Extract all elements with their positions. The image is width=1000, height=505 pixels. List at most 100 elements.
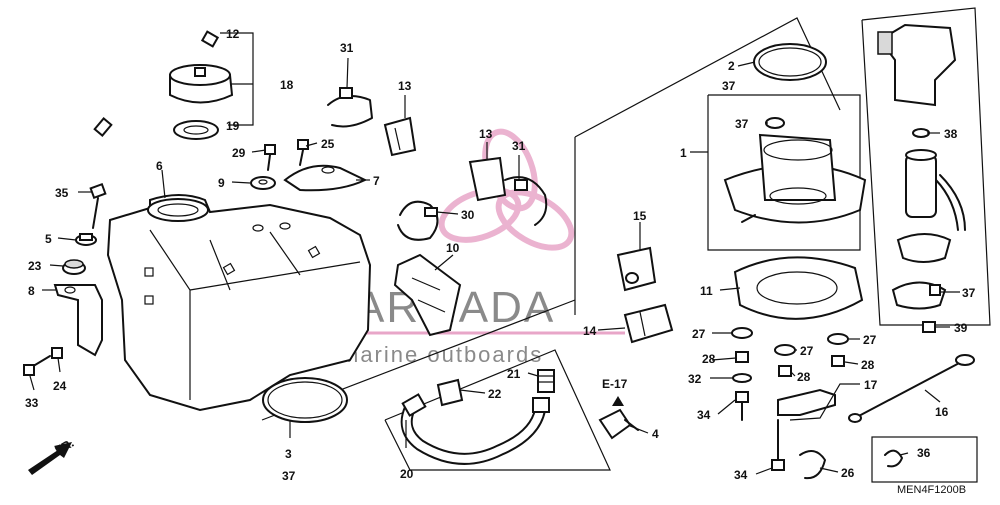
callout-37-washer: 37	[735, 117, 749, 131]
watermark-tagline: marine outboards	[340, 342, 543, 367]
pump-flange-1	[723, 133, 867, 224]
callout-37-o-ring: 37	[722, 79, 736, 93]
fuel-pump	[905, 149, 966, 231]
callout-13-mid: 13	[479, 127, 493, 141]
callout-27-left: 27	[692, 327, 706, 341]
callout-19: 19	[226, 119, 240, 133]
bracket-10	[393, 253, 462, 337]
pump-bracket-top	[877, 23, 957, 107]
clip-26	[799, 450, 826, 480]
strap-16	[848, 354, 975, 423]
callout-39: 39	[954, 321, 968, 335]
callout-2: 2	[728, 59, 735, 73]
bolt-25	[297, 139, 309, 166]
diagram-code: MEN4F1200B	[897, 484, 966, 496]
washer-5	[75, 233, 97, 246]
callout-28-right: 28	[861, 358, 875, 372]
gasket-11	[733, 256, 864, 320]
callout-10: 10	[446, 241, 460, 255]
filler-cap	[169, 64, 234, 104]
callout-16: 16	[935, 405, 949, 419]
clip-13-mid	[468, 156, 507, 202]
grommet-23	[62, 259, 86, 275]
callout-28-mid: 28	[797, 370, 811, 384]
fuel-hose-20	[400, 393, 550, 465]
stay-17	[777, 388, 836, 416]
callout-31-top: 31	[340, 41, 354, 55]
callout-14: 14	[583, 324, 597, 338]
grommet-15	[616, 246, 657, 292]
o-ring-3	[262, 377, 348, 423]
clip-13	[383, 116, 417, 157]
callout-36: 36	[917, 446, 931, 460]
connector-4	[598, 408, 639, 440]
callout-33: 33	[25, 396, 39, 410]
hose-clamp-31	[327, 87, 373, 128]
panel-frames	[261, 7, 991, 471]
callout-28-left: 28	[702, 352, 716, 366]
bolt-35	[89, 182, 107, 229]
ref-e17: E-17	[602, 377, 628, 391]
bolt-29	[264, 144, 276, 171]
callout-20: 20	[400, 467, 414, 481]
washers-27-28	[731, 327, 849, 383]
callout-22: 22	[488, 387, 502, 401]
callout-5: 5	[45, 232, 52, 246]
callout-27-right: 27	[863, 333, 877, 347]
callout-25: 25	[321, 137, 335, 151]
bolt-33	[23, 364, 35, 376]
callout-38: 38	[944, 127, 958, 141]
bolts-34	[735, 391, 785, 471]
callout-12: 12	[226, 27, 240, 41]
callout-29: 29	[232, 146, 246, 160]
ref-arrow-icon	[612, 396, 624, 406]
plate-7	[283, 164, 368, 192]
callout-15: 15	[633, 209, 647, 223]
callout-18: 18	[280, 78, 294, 92]
filler-hose	[93, 24, 220, 137]
cap-gasket	[173, 120, 219, 140]
callout-34-lower: 34	[734, 468, 748, 482]
callout-1: 1	[680, 146, 687, 160]
callout-37-bottom: 37	[282, 469, 296, 483]
callout-37-regulator: 37	[962, 286, 976, 300]
washer-37-top	[765, 117, 785, 129]
washer-38	[912, 128, 930, 138]
callout-32: 32	[688, 372, 702, 386]
callout-11: 11	[700, 284, 713, 298]
callout-13-top: 13	[398, 79, 412, 93]
fuel-tank	[106, 194, 372, 412]
washer-9	[250, 176, 276, 190]
callout-21: 21	[507, 367, 521, 381]
bracket-8	[53, 284, 103, 357]
clip-22	[436, 378, 464, 407]
clip-14	[623, 303, 674, 344]
callout-26: 26	[841, 466, 855, 480]
hose-clamp-30	[397, 200, 439, 241]
joint-21	[537, 369, 555, 393]
callout-24: 24	[53, 379, 67, 393]
front-arrow-icon	[28, 442, 72, 475]
callout-numbers: 12 18 19 6 29 25 9 7 31 13 13 31 30 35 5…	[25, 27, 976, 483]
leader-lines	[29, 32, 960, 475]
callout-35: 35	[55, 186, 69, 200]
callout-9: 9	[218, 176, 225, 190]
clamp-36	[871, 436, 978, 483]
o-ring-2	[753, 43, 827, 81]
callout-30: 30	[461, 208, 475, 222]
front-direction: FR.	[28, 436, 76, 475]
filter	[896, 233, 952, 263]
callout-17: 17	[864, 378, 878, 392]
callout-31-mid: 31	[512, 139, 526, 153]
callout-6: 6	[156, 159, 163, 173]
callout-34-upper: 34	[697, 408, 711, 422]
callout-3: 3	[285, 447, 292, 461]
watermark-logo-icon	[438, 128, 575, 251]
callout-8: 8	[28, 284, 35, 298]
nut-39	[922, 321, 936, 333]
callout-23: 23	[28, 259, 42, 273]
callout-27-mid: 27	[800, 344, 814, 358]
callout-7: 7	[373, 174, 380, 188]
